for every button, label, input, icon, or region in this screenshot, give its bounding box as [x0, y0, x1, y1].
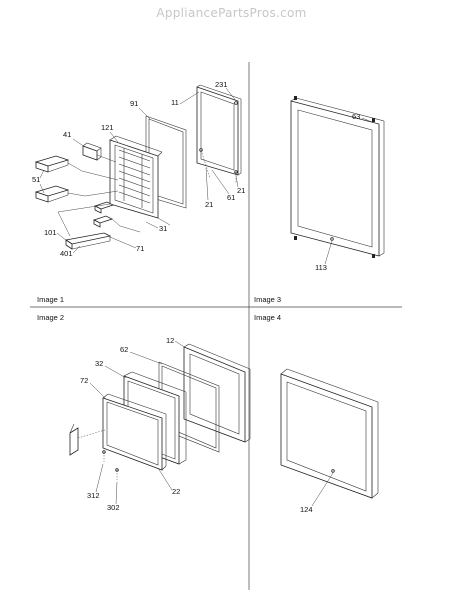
bin-41: [82, 142, 102, 161]
panel-label-image-4: Image 4: [254, 313, 281, 322]
door-frame-11: [196, 84, 242, 176]
part-label-22: 22: [172, 487, 180, 496]
panel-label-image-2: Image 2: [37, 313, 64, 322]
shelf-51-lower: [34, 185, 70, 203]
part-label-61: 61: [227, 193, 235, 202]
part-label-113: 113: [315, 263, 327, 272]
part-label-121: 121: [101, 123, 114, 132]
part-label-21a: 21: [237, 186, 245, 195]
rail-401: [64, 232, 112, 250]
part-label-11: 11: [171, 98, 179, 107]
image-2-drawing: [69, 343, 251, 480]
part-label-32: 32: [95, 359, 103, 368]
image-3-drawing: [290, 96, 385, 258]
part-label-51: 51: [32, 175, 40, 184]
part-label-71: 71: [136, 244, 144, 253]
panel-label-image-3: Image 3: [254, 295, 281, 304]
part-label-72: 72: [80, 376, 88, 385]
part-label-101: 101: [44, 228, 57, 237]
watermark: AppliancePartsPros.com: [156, 6, 307, 20]
part-label-312: 312: [87, 491, 100, 500]
bracket-31: [92, 201, 115, 228]
shelf-51-upper: [34, 155, 70, 173]
part-label-12: 12: [166, 336, 174, 345]
part-label-231: 231: [215, 80, 228, 89]
image-4-drawing: [280, 368, 379, 499]
part-label-41: 41: [63, 130, 71, 139]
image-1-drawing: [34, 84, 242, 250]
part-label-401: 401: [60, 249, 73, 258]
part-label-302: 302: [107, 503, 120, 512]
part-label-62: 62: [120, 345, 128, 354]
part-label-31: 31: [159, 224, 167, 233]
panel-label-image-1: Image 1: [37, 295, 64, 304]
part-label-63: 63: [352, 112, 360, 121]
part-label-124: 124: [300, 505, 313, 514]
part-label-91: 91: [130, 99, 138, 108]
liner-121: [109, 135, 163, 219]
part-label-21b: 21: [205, 200, 213, 209]
